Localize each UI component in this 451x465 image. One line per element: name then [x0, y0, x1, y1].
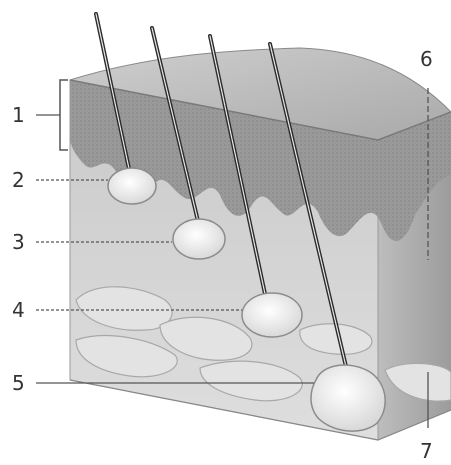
- deposit-2: [108, 168, 156, 204]
- deposit-3: [173, 219, 225, 259]
- label-2: 2: [12, 168, 25, 192]
- label-5: 5: [12, 371, 25, 395]
- deposit-4: [242, 293, 302, 337]
- deposit-5: [311, 365, 385, 431]
- label-6: 6: [420, 47, 433, 71]
- label-7: 7: [420, 439, 433, 463]
- label-1: 1: [12, 103, 25, 127]
- label-4: 4: [12, 298, 25, 322]
- label-3: 3: [12, 230, 25, 254]
- skin-block: [70, 48, 451, 440]
- label-1-bracket: [60, 80, 68, 150]
